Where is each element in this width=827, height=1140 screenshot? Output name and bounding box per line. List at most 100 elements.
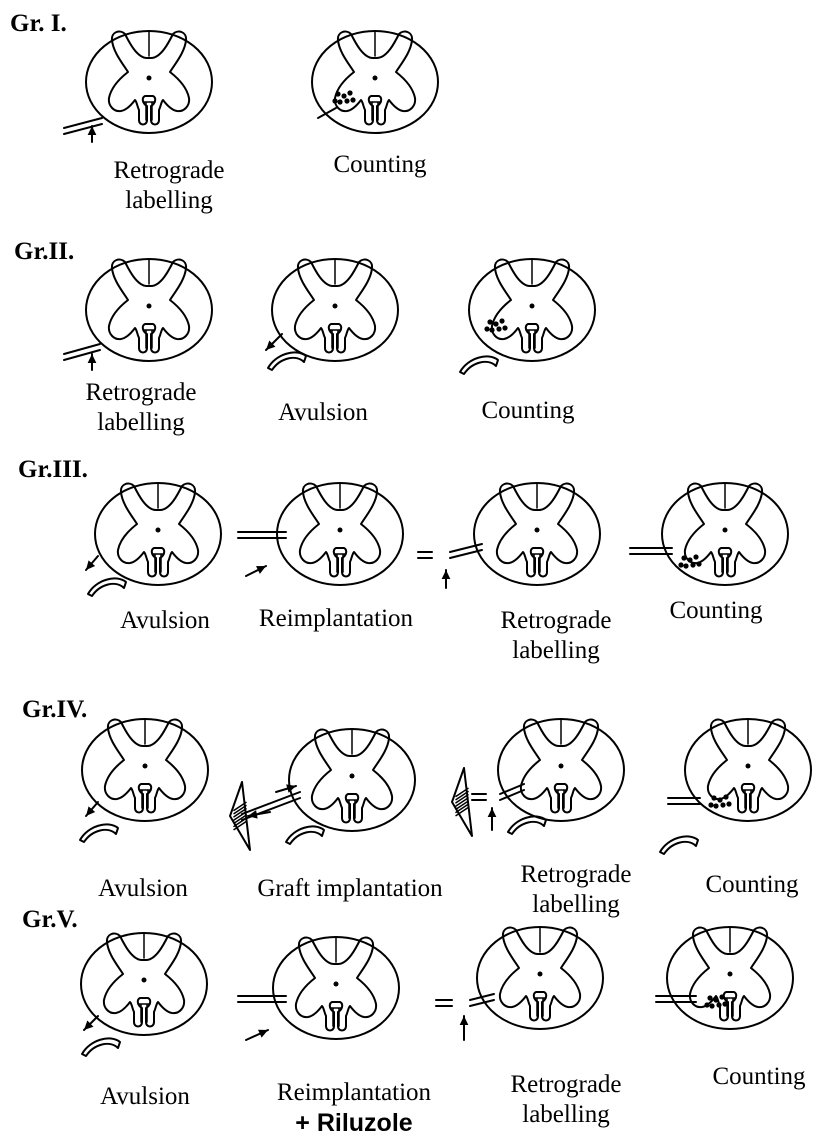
graft-hatch [455, 806, 469, 817]
spinal-cord-section [85, 258, 213, 362]
grey-matter-outline [498, 926, 582, 1022]
labelled-neuron-cluster [493, 321, 499, 327]
ventral-horn-inner [137, 1003, 151, 1023]
ventral-horn-inner [333, 553, 347, 573]
labelled-neuron-cluster [693, 554, 699, 560]
labelled-neuron-cluster [723, 794, 729, 800]
ventral-root [63, 349, 101, 361]
central-canal [155, 527, 161, 533]
central-canal [372, 75, 378, 81]
grey-matter-outline [310, 728, 394, 824]
ventral-horn-inner [328, 329, 342, 349]
step-label: Counting [705, 871, 799, 898]
labelled-neuron-cluster [484, 326, 490, 332]
labelled-neuron-cluster [687, 557, 693, 563]
reimplantation-arrow-head [286, 784, 296, 793]
ventral-root [317, 107, 337, 119]
labelled-neuron-cluster [678, 562, 684, 568]
avulsed-root-icon [459, 355, 499, 375]
ventral-horn-inner [530, 553, 544, 573]
ventral-horn-inner [525, 329, 539, 349]
graft-hatch [233, 820, 247, 831]
labelled-neuron-cluster [335, 91, 341, 97]
graft-hatch [233, 808, 247, 818]
central-canal [337, 527, 343, 533]
reimplanted-root [469, 999, 495, 1007]
reimplanted-root [469, 993, 495, 1001]
central-canal [141, 977, 147, 983]
graft-hatch [233, 804, 247, 815]
avulsion-arrow-head [84, 1020, 94, 1030]
spinal-cord-section [684, 718, 812, 822]
ventral-horn-inner [142, 329, 156, 349]
spinal-cord-section [81, 718, 209, 822]
labelled-neuron-cluster [683, 563, 689, 569]
labelled-neuron-cluster [681, 555, 687, 561]
spinal-cord-section [473, 482, 601, 586]
spinal-cord-section [476, 926, 604, 1030]
labelled-neuron-cluster [711, 795, 717, 801]
labelled-neuron-cluster [344, 98, 350, 104]
avulsed-root-icon [507, 815, 547, 835]
labelled-neuron-cluster [502, 325, 508, 331]
grey-matter-outline [116, 482, 200, 578]
labelled-neuron-cluster [332, 98, 338, 104]
central-canal [727, 971, 733, 977]
labelling-arrow-head [487, 808, 497, 818]
reimplantation-arrow-head [258, 1029, 268, 1038]
avulsed-root-icon [81, 1037, 121, 1057]
central-canal [745, 763, 751, 769]
step-label: Avulsion [100, 1083, 190, 1110]
labelled-neuron-cluster [716, 1002, 722, 1008]
graft-hatch [233, 814, 247, 824]
grey-matter-outline [706, 718, 790, 814]
spinal-cord-section [288, 728, 416, 832]
central-canal [537, 971, 543, 977]
ventral-horn-inner [151, 553, 165, 573]
labelling-arrow-head [459, 1016, 469, 1026]
step-label: Counting [333, 151, 427, 178]
labelling-arrow-head [441, 570, 451, 580]
avulsed-root-icon [87, 577, 127, 597]
spinal-cord-section [271, 258, 399, 362]
graft-hatch [455, 797, 469, 807]
grey-matter-outline [298, 482, 382, 578]
avulsion-arrow-head [266, 340, 276, 350]
grey-matter-outline [490, 258, 574, 354]
labelled-neuron-cluster [708, 802, 714, 808]
graft-hatch [455, 790, 469, 801]
labelled-neuron-cluster [347, 90, 353, 96]
ventral-horn-inner [554, 789, 568, 809]
central-canal [332, 303, 338, 309]
spinal-cord-section [94, 482, 222, 586]
ventral-horn-inner [138, 789, 152, 809]
graft-hatch [455, 794, 469, 804]
step-label: Counting [712, 1063, 806, 1090]
grey-matter-outline [294, 936, 378, 1032]
grey-matter-outline [107, 30, 191, 126]
reimplanted-root [499, 789, 525, 801]
labelled-neuron-cluster [704, 1002, 710, 1008]
central-canal [146, 303, 152, 309]
avulsed-root-icon [267, 351, 307, 371]
spinal-cord-section [497, 718, 625, 822]
grey-matter-outline [102, 932, 186, 1028]
labelled-neuron-cluster [722, 1001, 728, 1007]
graft-arrow-head [248, 810, 258, 819]
avulsed-root-icon [79, 823, 119, 843]
central-canal [558, 763, 564, 769]
central-canal [333, 981, 339, 987]
labelled-neuron-cluster [499, 318, 505, 324]
ventral-horn-inner [368, 101, 382, 121]
step-label: Counting [669, 597, 763, 624]
labelled-neuron-cluster [489, 327, 495, 333]
group-title-3: Gr.III. [18, 456, 88, 483]
central-canal [142, 763, 148, 769]
ventral-root [63, 343, 101, 355]
labelled-neuron-cluster [719, 994, 725, 1000]
grey-matter-outline [683, 482, 767, 578]
labelled-neuron-cluster [713, 997, 719, 1003]
